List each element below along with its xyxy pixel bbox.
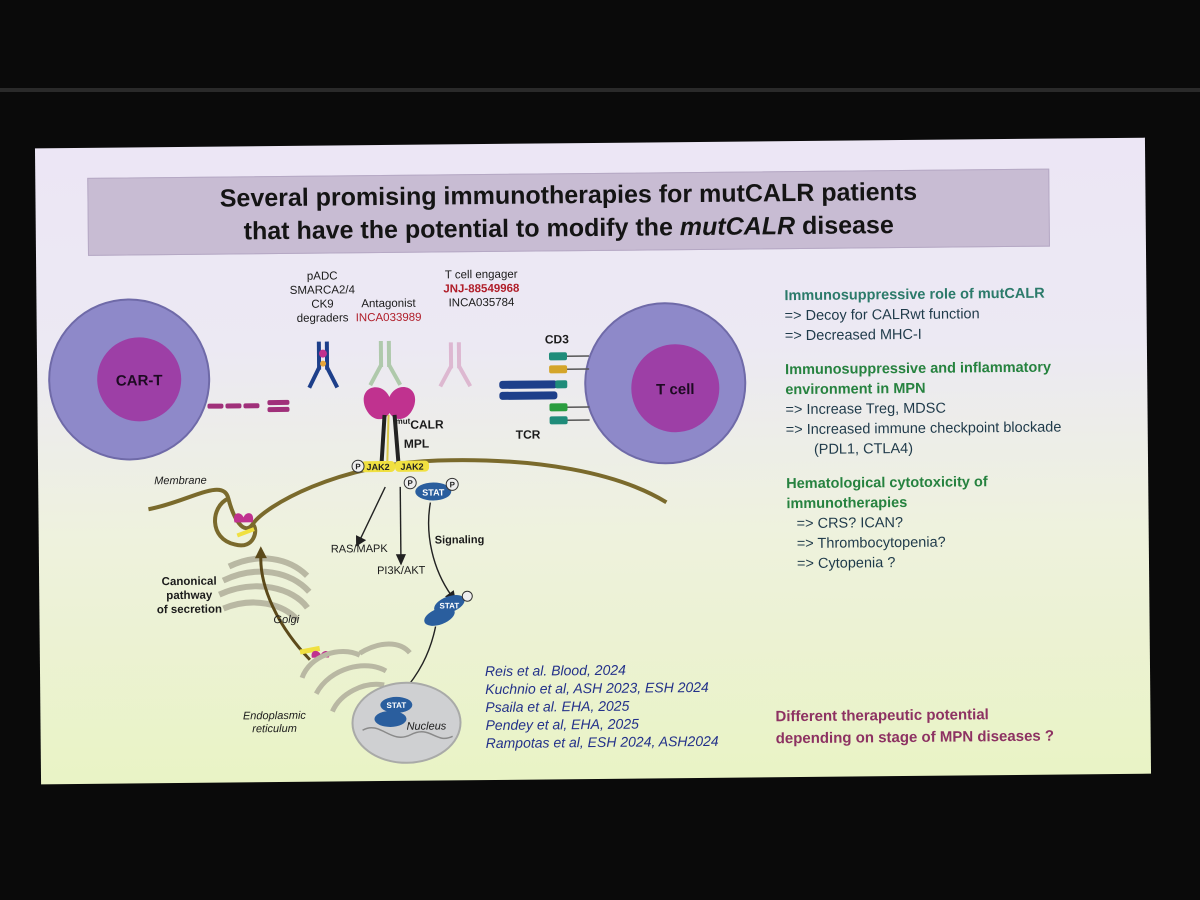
phospho-right-label: P [407, 479, 413, 488]
cd3-label: CD3 [544, 332, 569, 347]
golgi-label: Golgi [273, 613, 300, 627]
membrane-label: Membrane [154, 474, 207, 488]
phospho-right-icon [403, 476, 417, 490]
car-t-cell-nucleus [97, 337, 182, 422]
secretion-vesicle-membrane [213, 496, 258, 548]
tcr-label: TCR [515, 427, 541, 442]
tce-drug-2: INCA035784 [448, 296, 515, 310]
membrane-line [148, 458, 668, 531]
endoplasmic-reticulum-icon [299, 641, 412, 713]
tcr-receptor-icon [549, 403, 590, 425]
stat-nucleus-icon-2 [374, 710, 407, 727]
stat-nucleus-icon [380, 696, 413, 713]
references-list: Reis et al. Blood, 2024 Kuchnio et al, A… [485, 660, 719, 752]
er-line-2: reticulum [252, 722, 297, 736]
stat-phospho-label: P [450, 480, 456, 489]
ras-mapk-label: RAS/MAPK [330, 542, 388, 556]
antagonist-label: Antagonist INCA033989 [342, 297, 434, 326]
stat-membrane-icon [415, 482, 452, 501]
er-label: Endoplasmic reticulum [236, 710, 312, 737]
t-cell-nucleus [631, 344, 720, 433]
stat-dimer-label: STAT [439, 601, 459, 610]
nucleus-label: Nucleus [406, 720, 447, 733]
antagonist-title: Antagonist [361, 297, 416, 311]
reference-item: Rampotas et al, ESH 2024, ASH2024 [485, 732, 719, 752]
tce-bound-receptor-icon [499, 380, 568, 400]
conclusion-line-1: Different therapeutic potential [775, 706, 989, 726]
antagonist-antibody-icon [368, 340, 403, 387]
cd3-receptor-icon [548, 352, 590, 374]
stat-dimer-cytoplasm-icon [424, 590, 473, 626]
car-receptor-icon [207, 399, 290, 413]
jak2-left-label: JAK2 [366, 462, 389, 472]
right-panel: Immunosuppressive role of mutCALR => Dec… [784, 283, 1132, 574]
conclusion-line-2: depending on stage of MPN diseases ? [775, 727, 1055, 748]
conclusion-text: Different therapeutic potential dependin… [775, 704, 1054, 751]
secretion-arrowhead [254, 546, 267, 559]
phospho-left-label: P [355, 462, 361, 471]
signaling-label: Signaling [434, 534, 485, 547]
padc-line-2: SMARCA2/4 [289, 284, 356, 297]
golgi-icon [218, 555, 312, 622]
antagonist-drug: INCA033989 [355, 311, 422, 325]
pi3k-akt-label: PI3K/AKT [376, 564, 426, 578]
er-line-1: Endoplasmic [242, 709, 306, 723]
padc-antibody-icon [307, 341, 340, 389]
item-cytopenia: => Cytopenia ? [796, 555, 896, 573]
jak2-right-label: JAK2 [400, 462, 423, 472]
mpl-label: MPL [403, 436, 430, 451]
padc-line-1: pADC [306, 270, 338, 283]
jak2-right-icon [395, 460, 430, 472]
phospho-left-icon [351, 459, 365, 473]
dna-strand-icon [362, 727, 453, 739]
presentation-slide: Several promising immunotherapies for mu… [34, 137, 1152, 785]
stat-phospho-icon [445, 477, 459, 491]
reference-item: Pendey et al, EHA, 2025 [485, 715, 639, 734]
canonical-line-1: Canonical [161, 575, 217, 589]
canonical-line-2: pathway [166, 589, 213, 603]
tce-title: T cell engager [444, 268, 518, 282]
stat-membrane-label: STAT [422, 487, 445, 497]
secretion-arrow [259, 554, 311, 661]
tce-label: T cell engager JNJ-88549968 INCA035784 [426, 268, 536, 311]
calr-text: CALR [410, 417, 444, 432]
tce-drug-1: JNJ-88549968 [443, 282, 520, 296]
canonical-pathway-label: Canonical pathway of secretion [147, 574, 231, 617]
jak2-left-icon [361, 460, 396, 473]
reference-item: Kuchnio et al, ASH 2023, ESH 2024 [485, 678, 709, 698]
canonical-line-3: of secretion [156, 603, 223, 617]
mut-superscript: mut [395, 416, 411, 426]
tce-antibody-icon [438, 342, 473, 388]
reference-item: Reis et al. Blood, 2024 [484, 661, 626, 680]
t-cell-label: T cell [656, 381, 695, 398]
stage-rail [0, 88, 1200, 92]
mechanism-diagram: CAR-T T cell [48, 298, 747, 764]
stat-nucleus-label: STAT [386, 701, 406, 710]
reference-item: Psaila et al. EHA, 2025 [485, 697, 630, 716]
vesicle-calr-icon [233, 513, 255, 538]
car-t-label: CAR-T [116, 372, 163, 389]
mutcalr-label: mutCALR [395, 416, 444, 432]
nucleus-icon [351, 681, 462, 764]
